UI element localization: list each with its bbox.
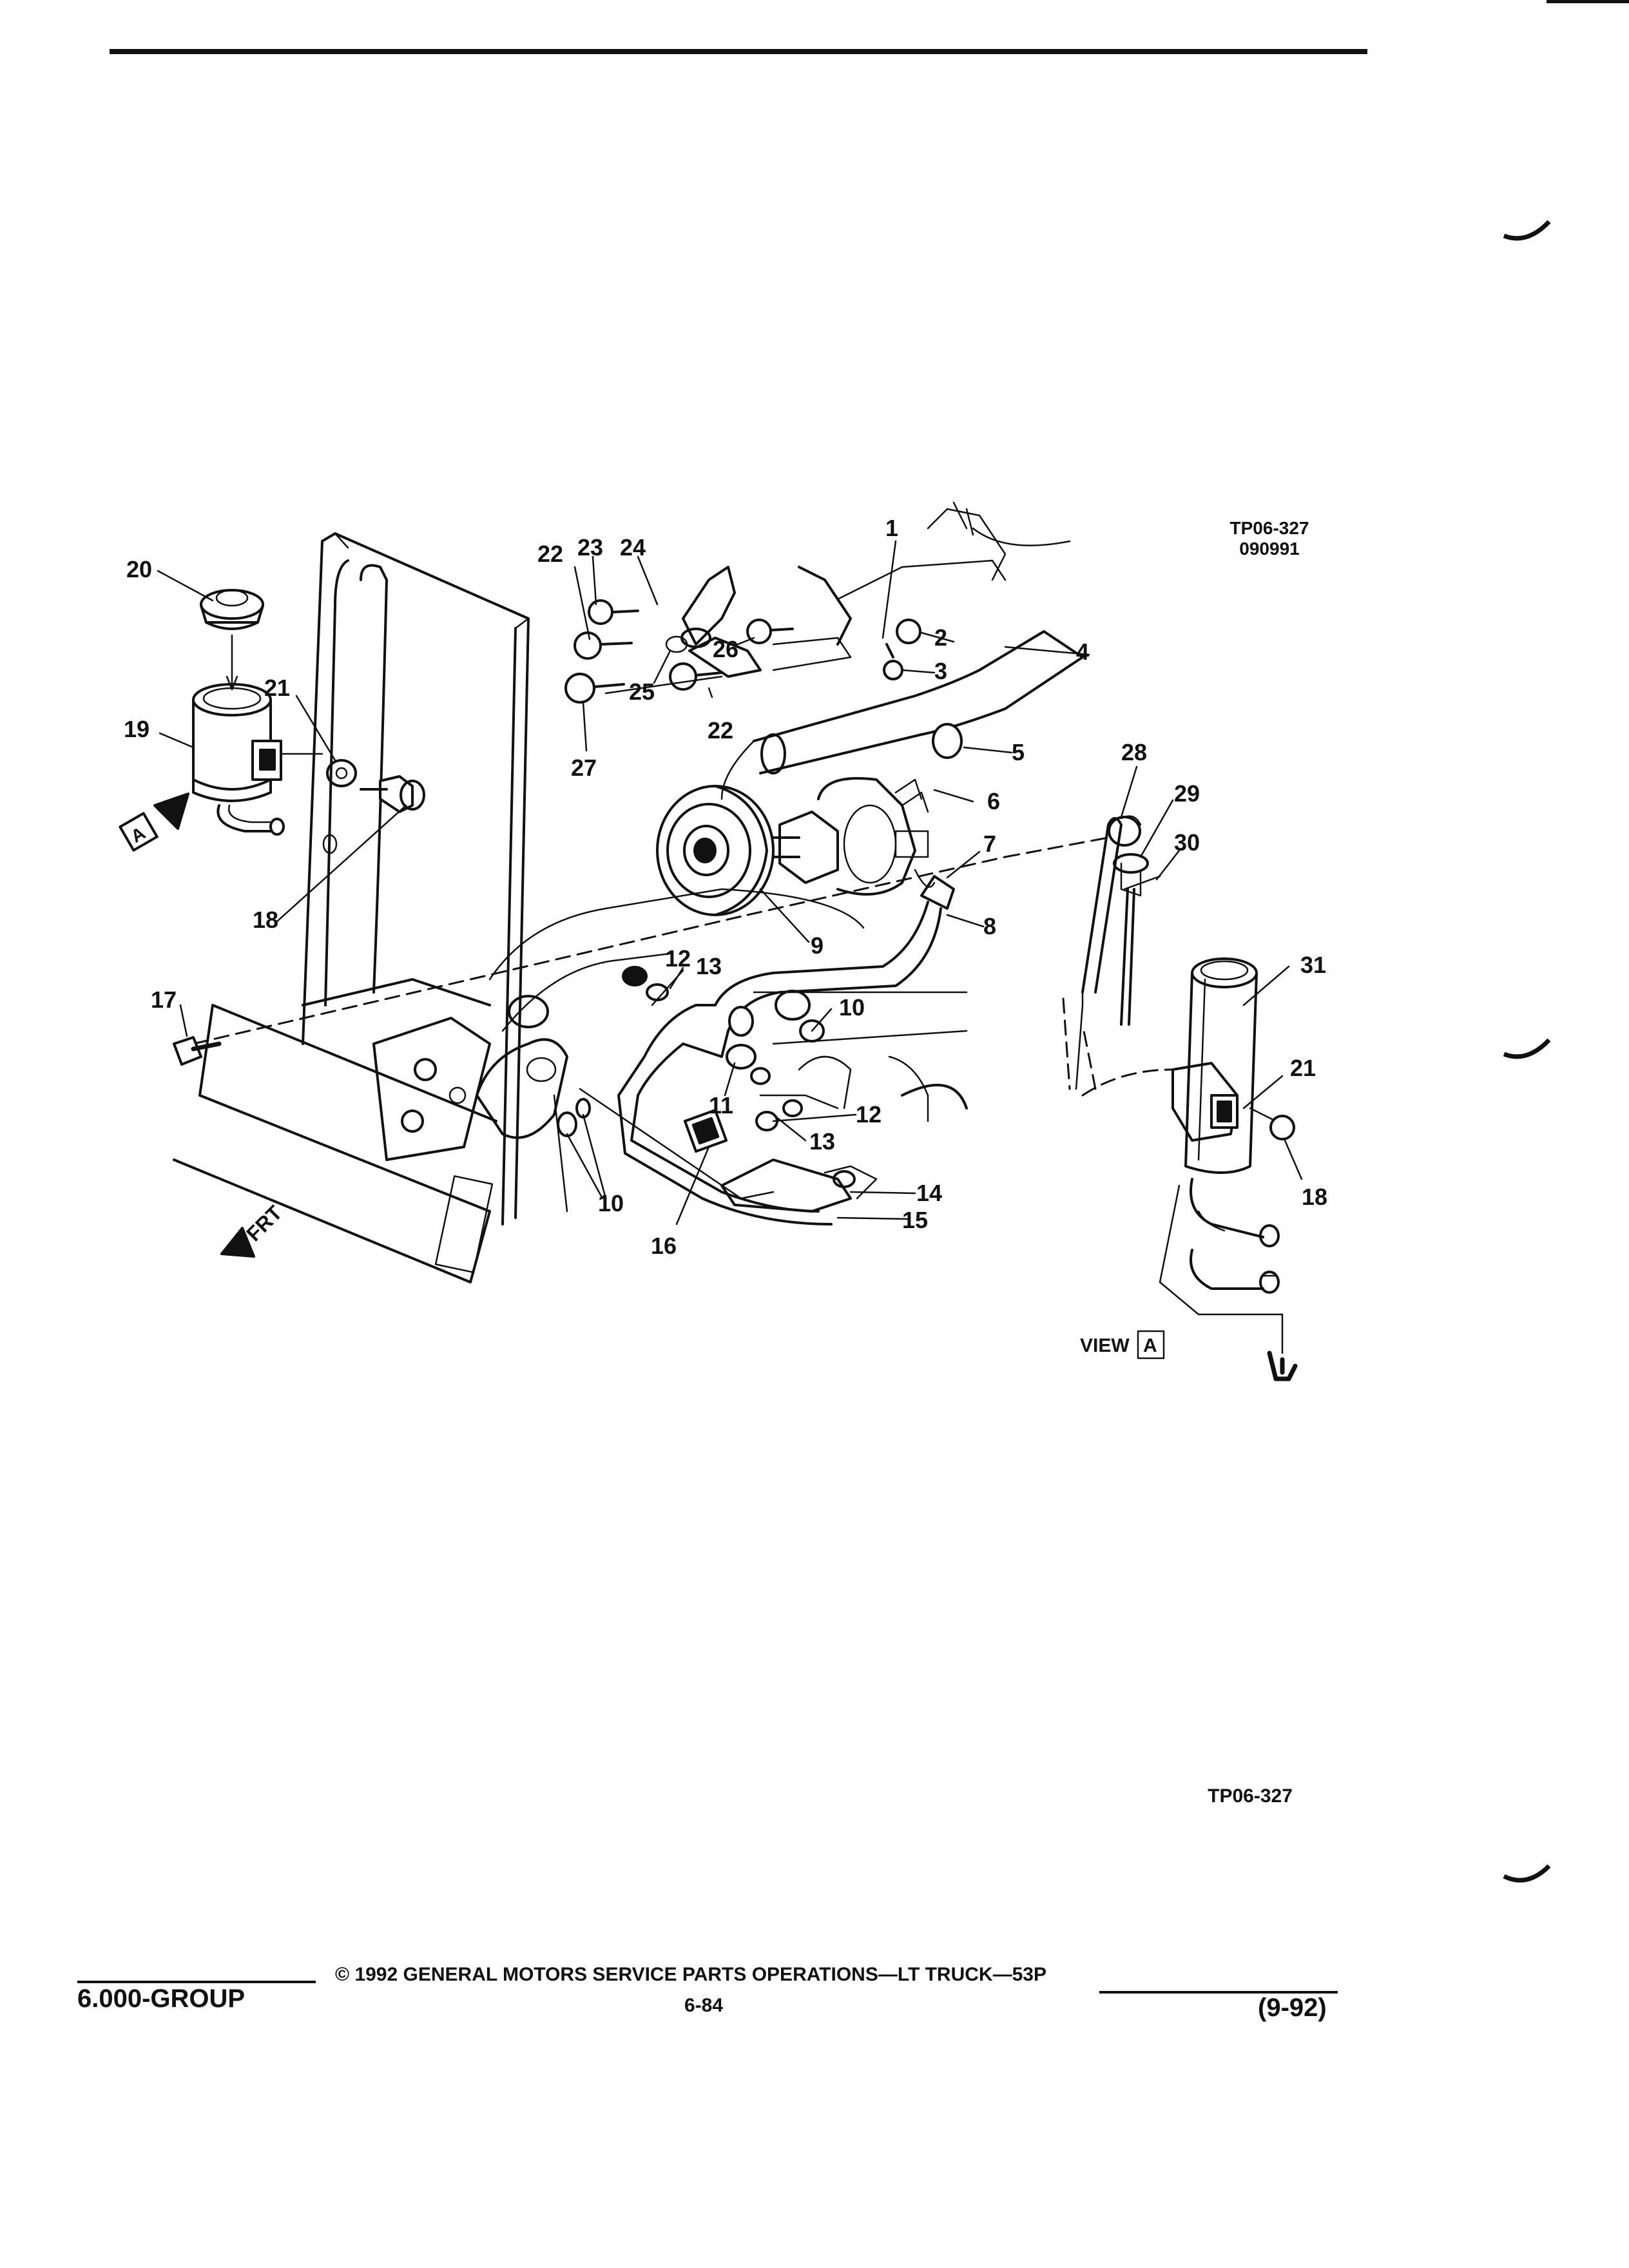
callout-23: 23 bbox=[577, 534, 603, 561]
leader-lines bbox=[157, 540, 1303, 1225]
footer-date: (9-92) bbox=[1258, 1994, 1327, 2022]
figure-date: 090991 bbox=[1239, 539, 1300, 559]
view-a-label: VIEW bbox=[1080, 1335, 1130, 1356]
radiator-support-panel bbox=[302, 532, 530, 1225]
page-edge-tick-3 bbox=[1503, 1864, 1551, 1883]
bolts-upper bbox=[564, 599, 921, 704]
callout-27: 27 bbox=[571, 754, 597, 781]
callout-21b: 21 bbox=[1290, 1055, 1316, 1081]
top-right-corner-rule bbox=[1547, 0, 1629, 3]
callout-13a: 13 bbox=[696, 953, 722, 979]
callout-10b: 10 bbox=[598, 1190, 624, 1216]
view-a-box bbox=[1137, 1330, 1165, 1360]
callout-12b: 12 bbox=[856, 1101, 882, 1128]
callout-8: 8 bbox=[983, 913, 996, 939]
callout-17: 17 bbox=[151, 986, 177, 1013]
callout-labels: 1 2 3 4 5 6 7 8 9 10 10 11 12 12 13 13 1… bbox=[124, 515, 1327, 1356]
callout-12a: 12 bbox=[665, 945, 691, 972]
callout-19: 19 bbox=[124, 716, 149, 742]
pressure-hose bbox=[617, 875, 955, 1225]
callout-3: 3 bbox=[934, 658, 947, 684]
callout-7: 7 bbox=[983, 831, 996, 857]
callout-6: 6 bbox=[987, 788, 1000, 814]
frame-rail-left bbox=[173, 978, 497, 1283]
footer-rule-right bbox=[1099, 1991, 1338, 1994]
callout-9: 9 bbox=[811, 932, 824, 959]
view-a-arrow bbox=[119, 793, 189, 852]
pulley bbox=[656, 785, 775, 916]
callout-11: 11 bbox=[709, 1092, 733, 1119]
figure-code-bottom: TP06-327 bbox=[1208, 1785, 1293, 1807]
reservoir-hardware bbox=[326, 759, 425, 813]
callout-5: 5 bbox=[1012, 739, 1025, 765]
callout-4: 4 bbox=[1076, 639, 1089, 665]
view-a-inset bbox=[1075, 815, 1298, 1381]
callout-30: 30 bbox=[1174, 829, 1200, 856]
reservoir-cap bbox=[200, 589, 264, 691]
footer-rule-left bbox=[77, 1981, 316, 1983]
page-edge-tick-2 bbox=[1503, 1038, 1551, 1059]
callout-31: 31 bbox=[1300, 952, 1326, 978]
callout-28: 28 bbox=[1121, 739, 1147, 765]
callout-24: 24 bbox=[620, 534, 646, 561]
callout-25: 25 bbox=[629, 678, 655, 705]
callout-22b: 22 bbox=[708, 717, 733, 744]
footer-group: 6.000-GROUP bbox=[77, 1984, 246, 2013]
front-arrow bbox=[220, 1227, 255, 1258]
callout-1: 1 bbox=[885, 515, 898, 541]
callout-20: 20 bbox=[126, 556, 152, 582]
page-edge-tick-1 bbox=[1503, 220, 1551, 241]
callout-10a: 10 bbox=[839, 994, 865, 1021]
dashed-centerline bbox=[192, 836, 1110, 1090]
footer-copyright: © 1992 GENERAL MOTORS SERVICE PARTS OPER… bbox=[335, 1964, 1046, 1985]
top-rule bbox=[110, 49, 1367, 54]
view-a-letter: A bbox=[1143, 1335, 1157, 1356]
reservoir-body bbox=[192, 683, 338, 854]
callout-14: 14 bbox=[916, 1180, 942, 1206]
engine-block-outline bbox=[476, 888, 968, 1213]
return-hose bbox=[720, 630, 1084, 800]
footer-page-number: 6-84 bbox=[684, 1995, 724, 2016]
callout-18a: 18 bbox=[253, 907, 278, 933]
figure-code-top: TP06-327 bbox=[1229, 518, 1309, 538]
callout-26: 26 bbox=[713, 636, 738, 662]
callout-21a: 21 bbox=[264, 675, 290, 701]
callout-16: 16 bbox=[651, 1233, 677, 1259]
fittings-and-clips bbox=[557, 966, 825, 1153]
callout-29: 29 bbox=[1174, 780, 1200, 807]
callout-22a: 22 bbox=[537, 541, 563, 567]
callout-2: 2 bbox=[934, 624, 947, 651]
front-label: FRT bbox=[242, 1201, 287, 1246]
callout-18b: 18 bbox=[1302, 1184, 1327, 1210]
callout-15: 15 bbox=[902, 1207, 928, 1233]
bolt-17 bbox=[173, 1036, 222, 1066]
lower-bracket bbox=[720, 1158, 878, 1213]
callout-13b: 13 bbox=[809, 1128, 835, 1155]
pump-body bbox=[772, 777, 936, 896]
